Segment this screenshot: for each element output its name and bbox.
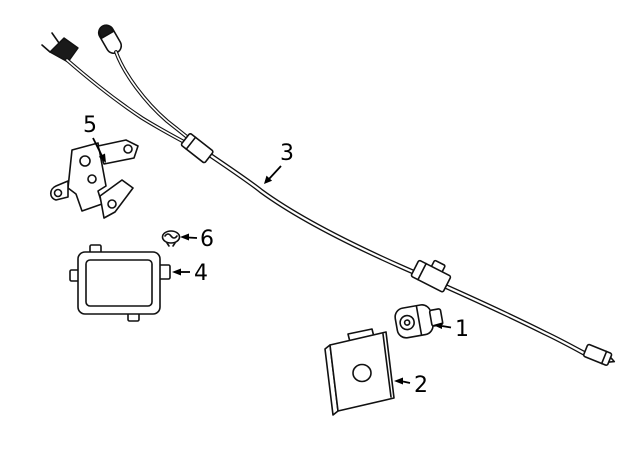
callout-3[interactable]: 3 [264,141,294,184]
callout-4-label[interactable]: 4 [194,261,208,286]
callout-6-label[interactable]: 6 [200,227,214,252]
callout-4[interactable]: 4 [172,261,208,286]
harness-end-connector-top [97,24,123,55]
callout-5-arrow [92,137,103,157]
callout-1-arrow [441,325,452,329]
wiring-harness-part [41,24,616,366]
callout-2-arrow [402,380,411,384]
harness-end-connector-left [41,32,79,63]
bracket-hole [107,199,117,209]
plate-face [329,331,395,412]
sensor-bracket-plate-part [324,328,395,416]
callout-6[interactable]: 6 [180,227,214,252]
harness-mid-connector [410,259,452,293]
mounting-bracket-part [49,139,139,219]
retaining-clip-part [161,230,181,247]
bracket-hole [79,155,91,167]
callout-1[interactable]: 1 [433,317,469,342]
callout-5-label[interactable]: 5 [83,113,97,138]
callout-2-label[interactable]: 2 [414,373,428,398]
callout-6-arrow [187,236,198,239]
bracket-hole [87,174,97,184]
module-body [77,251,161,315]
callout-3-arrow [268,165,282,180]
callout-1-label[interactable]: 1 [455,317,469,342]
module-face [85,259,153,307]
bracket-hole [123,144,133,154]
sensor-face [399,314,415,331]
sensor-module-part [69,244,171,322]
parking-sensor-part [394,304,444,339]
bracket-hole [53,188,63,198]
bracket-lower-arm [99,179,134,219]
plate-hole [352,363,372,383]
callout-3-label[interactable]: 3 [280,141,294,166]
harness-end-connector-right [582,343,616,366]
callout-2[interactable]: 2 [394,373,428,398]
harness-junction-connector [180,133,214,164]
bracket-upper-arm [97,139,139,165]
callout-5[interactable]: 5 [83,113,106,163]
